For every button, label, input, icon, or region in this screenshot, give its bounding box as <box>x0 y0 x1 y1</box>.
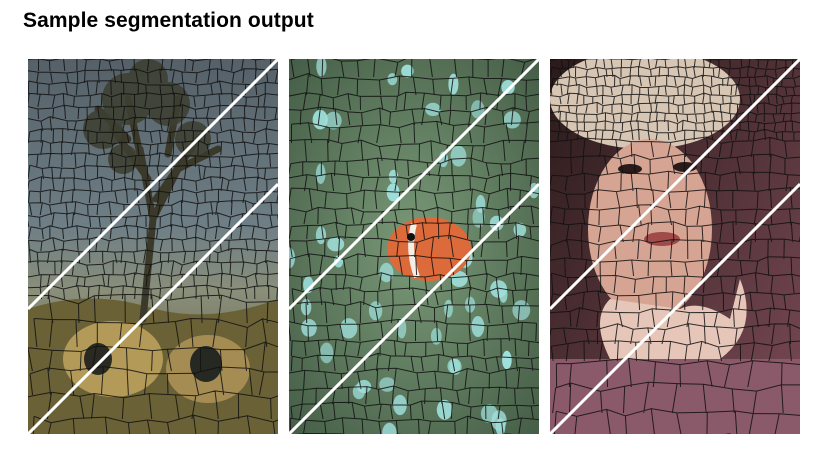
anemone-tip <box>499 287 508 303</box>
anemone-tip <box>448 73 459 95</box>
anemone-tip <box>425 102 441 116</box>
divider-lines <box>289 59 539 434</box>
anemone-tip <box>450 145 467 167</box>
anemone-tip <box>430 327 442 345</box>
anemone-tip <box>450 271 468 287</box>
divider-lines <box>550 59 800 434</box>
anemone-tip <box>489 215 504 231</box>
anemone-tip <box>340 318 358 339</box>
anemone-tip <box>325 111 342 130</box>
superpixel-boundaries <box>550 59 800 434</box>
anemone-tip <box>501 80 515 95</box>
rock-mound <box>63 321 163 397</box>
clownfish-image <box>289 59 539 434</box>
anemone-tip <box>382 422 397 434</box>
anemone-tip <box>502 350 512 370</box>
boundary-mesh <box>550 59 800 434</box>
anemone-tip <box>472 207 485 228</box>
anemone-tip <box>401 64 414 78</box>
anemone-tip <box>316 59 327 77</box>
anemone-tip <box>436 399 453 420</box>
anemone-tip <box>379 377 396 392</box>
anemone-tip <box>315 163 326 184</box>
divider-lines <box>28 59 278 434</box>
anemone-tip <box>327 236 345 252</box>
portrait-image <box>550 59 800 434</box>
anemone-tip <box>471 316 485 337</box>
desert-tree-image <box>28 59 278 434</box>
anemone-tip <box>379 262 394 283</box>
anemone-tip <box>301 319 317 337</box>
segmentation-panel-portrait <box>550 59 800 434</box>
clownfish <box>387 217 471 281</box>
page-title: Sample segmentation output <box>23 9 314 32</box>
anemone-tip <box>319 342 334 364</box>
face-region <box>588 139 712 319</box>
superpixel-boundaries <box>289 59 539 434</box>
boundary-mesh <box>28 59 278 434</box>
boundary-mesh <box>289 59 539 434</box>
superpixel-boundaries <box>28 59 278 434</box>
segmentation-panel-desert-tree <box>28 59 278 434</box>
segmentation-panel-clownfish <box>289 59 539 434</box>
hands-region <box>600 279 747 374</box>
anemone-tip <box>512 300 531 321</box>
anemone-tip <box>491 410 507 431</box>
